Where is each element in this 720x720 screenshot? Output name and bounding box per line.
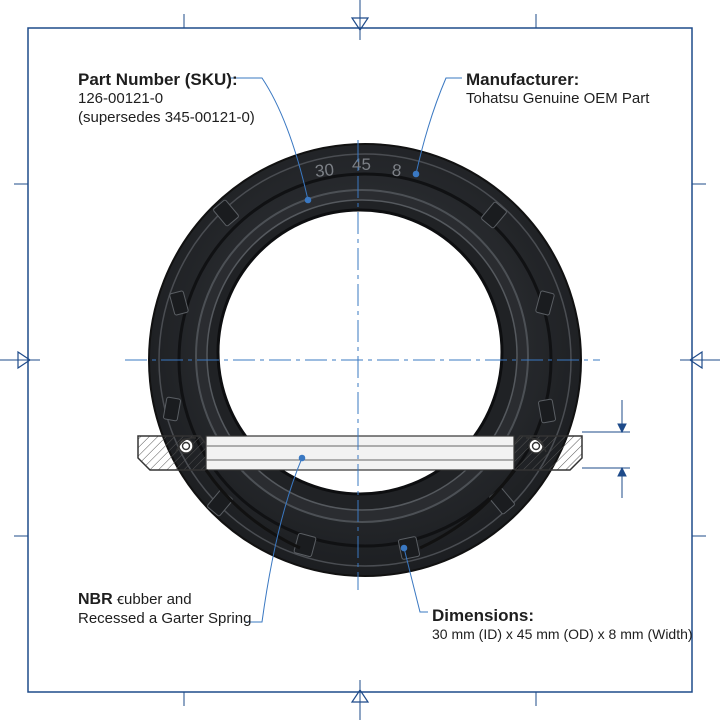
marking-id: 30 bbox=[314, 160, 335, 181]
manufacturer-callout: Manufacturer: Tohatsu Genuine OEM Part bbox=[466, 69, 649, 109]
center-lines bbox=[125, 140, 600, 590]
leader-dimensions bbox=[403, 547, 428, 613]
part-number-value: 126-00121-0 bbox=[78, 90, 164, 108]
width-dimension bbox=[582, 400, 630, 498]
garter-spring-right bbox=[525, 437, 547, 454]
leader-lines bbox=[230, 77, 462, 623]
marking-width: 8 bbox=[391, 161, 402, 181]
centering-mark-bottom bbox=[350, 680, 370, 720]
dimensions-title: Dimensions: bbox=[432, 606, 535, 625]
dimensions-callout: Dimensions: 30 mm (ID) x 45 mm (OD) x 8 … bbox=[432, 605, 693, 644]
section-left-profile bbox=[137, 435, 207, 471]
dimensions-value: 30 mm (ID) x 45 mm (OD) x 8 mm (Width) bbox=[432, 626, 693, 643]
centering-mark-right bbox=[680, 350, 720, 370]
section-shaft-band bbox=[205, 435, 515, 471]
material-bold: NBR bbox=[78, 591, 113, 608]
leader-part-number bbox=[230, 77, 309, 201]
seal-bore bbox=[216, 208, 504, 496]
section-right-profile bbox=[513, 435, 583, 471]
seal-markings: 30 45 8 bbox=[314, 155, 402, 181]
centering-mark-left bbox=[0, 350, 40, 370]
centering-mark-top bbox=[350, 0, 370, 40]
marking-od: 45 bbox=[352, 155, 371, 174]
cross-section bbox=[137, 435, 583, 550]
supersedes-value: (supersedes 345-00121-0) bbox=[78, 109, 255, 126]
material-callout: NBR ꞓubber and Recessed a Garter Spring bbox=[78, 590, 251, 629]
part-number-callout: Part Number (SKU): 126-00121-0 (supersed… bbox=[78, 69, 255, 128]
manufacturer-value: Tohatsu Genuine OEM Part bbox=[466, 90, 650, 108]
part-number-title: Part Number (SKU): bbox=[78, 70, 238, 89]
garter-spring-left bbox=[175, 437, 197, 454]
material-text: ꞓubber and bbox=[112, 591, 192, 608]
material-line2: Recessed a Garter Spring bbox=[78, 610, 252, 627]
manufacturer-title: Manufacturer: bbox=[466, 70, 580, 89]
leader-manufacturer bbox=[415, 77, 462, 175]
leader-material bbox=[246, 457, 303, 623]
